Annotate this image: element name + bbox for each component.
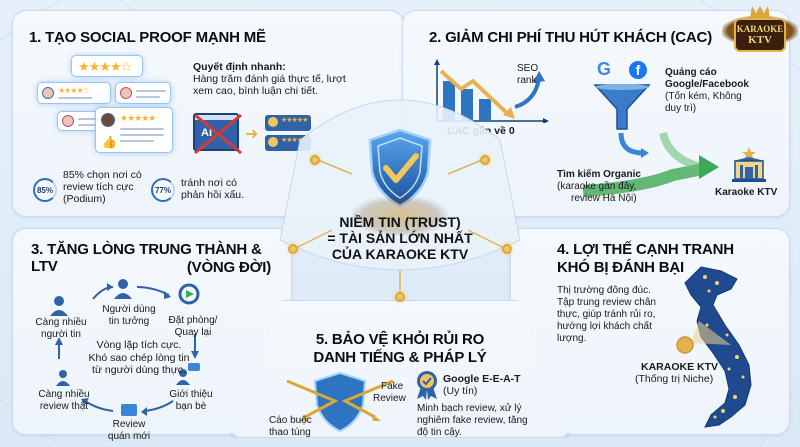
- karaoke-ktv-logo: KARAOKE KTV: [722, 6, 798, 60]
- protection-text-1: Minh bạch review, xử lý: [417, 403, 522, 414]
- threat-right-2: Review: [373, 393, 406, 404]
- avatar-icon: [101, 113, 115, 127]
- google-icon: G: [597, 59, 612, 79]
- section-4-title-1: 4. LỢI THẾ CẠNH TRANH: [557, 241, 734, 258]
- user-review-card-icon: ★★★★★: [265, 115, 311, 131]
- ads-note-1: (Tốn kém, Không: [665, 91, 742, 102]
- advantage-text-3: thực, giúp tránh rủi ro,: [557, 309, 656, 320]
- badge-heading: Google E-E-A-T: [443, 373, 521, 385]
- ads-note-2: duy trì): [665, 103, 697, 114]
- threat-left-2: thao túng: [269, 427, 311, 438]
- organic-heading: Tìm kiếm Organic: [557, 169, 641, 180]
- decision-text-1: Hàng trăm đánh giá thực tế, lượt: [193, 73, 346, 85]
- stat-77-text-2: phản hồi xấu.: [181, 189, 245, 201]
- section-4-title-2: KHÓ BỊ ĐÁNH BẠI: [557, 259, 684, 276]
- stat-85-text-2: review tích cực: [63, 181, 134, 193]
- section-3-title-2: (VÒNG ĐỜI): [186, 259, 271, 276]
- stat-85-text-1: 85% chọn nơi có: [63, 169, 142, 181]
- seo-label-1: SEO: [517, 63, 539, 74]
- advantage-text-1: Thị trường đông đúc.: [557, 285, 651, 296]
- star-rating-icon: ★★★★★: [120, 113, 156, 123]
- stat-77-ring: 77%: [151, 178, 175, 202]
- map-note: (Thống trị Niche): [635, 373, 714, 385]
- stat-85-text-3: (Podium): [63, 193, 106, 205]
- loyalty-cycle-diagram: [50, 279, 200, 416]
- star-rating-icon: ★★★★☆: [58, 86, 90, 95]
- vietnam-map-icon: [676, 266, 752, 428]
- seo-label-2: rank: [517, 75, 537, 86]
- ads-heading-2: Google/Facebook: [665, 79, 749, 90]
- facebook-icon: f: [629, 61, 647, 79]
- center-logo-watermark: [352, 196, 448, 236]
- defense-shield-icon: [286, 371, 394, 433]
- map-label: KARAOKE KTV: [641, 361, 719, 373]
- review-bubble: [115, 82, 171, 104]
- featured-review-bubble: ★★★★★ 👍: [95, 107, 173, 153]
- avatar-icon: [62, 115, 74, 127]
- section-5-title-2: DANH TIẾNG & PHÁP LÝ: [313, 349, 487, 366]
- organic-note-1: (karaoke gần đây,: [557, 181, 637, 192]
- avatar-icon: [120, 87, 132, 99]
- advantage-text-5: lượng.: [557, 333, 587, 344]
- avatar-icon: [42, 87, 54, 99]
- center-line-3: CỦA KARAOKE KTV: [331, 246, 469, 262]
- center-line-1: NIỀM TIN (TRUST): [339, 214, 461, 230]
- organic-note-2: review Hà Nội): [571, 193, 637, 204]
- stat-77-text-1: tránh nơi có: [181, 177, 237, 189]
- protection-text-3: độ tin cậy.: [417, 427, 462, 438]
- section-5-title-1: 5. BẢO VỆ KHỎI RỦI RO: [315, 331, 485, 348]
- connector-node: [288, 244, 298, 254]
- decision-heading: Quyết định nhanh:: [193, 61, 286, 73]
- protection-text-2: nghiêm fake review, tăng: [417, 415, 528, 426]
- threat-right-1: Fake: [381, 381, 404, 392]
- funnel-icon: [593, 84, 651, 130]
- ads-heading-1: Quảng cáo: [665, 67, 717, 78]
- panel-risk-protection: 5. BẢO VỆ KHỎI RỦI RO DANH TIẾNG & PHÁP …: [228, 300, 572, 438]
- connector-node: [480, 155, 490, 165]
- section-1-title: 1. TẠO SOCIAL PROOF MẠNH MẼ: [29, 29, 266, 46]
- cross-out-icon: [194, 113, 242, 155]
- flow-arrows: [583, 131, 719, 197]
- crown-icon: [750, 6, 770, 18]
- center-line-2: = TÀI SẢN LỚN NHẤT: [327, 230, 473, 246]
- panel-social-proof: 1. TẠO SOCIAL PROOF MẠNH MẼ ★★★★☆ ★★★★☆ …: [12, 10, 404, 217]
- connector-node: [502, 244, 512, 254]
- arrow-right-icon: ➜: [245, 126, 259, 143]
- threat-left-1: Cáo buộc: [269, 415, 312, 426]
- star-rating-icon: ★★★★☆: [78, 59, 132, 74]
- decision-text-2: xem cao, bình luận chi tiết.: [193, 85, 318, 97]
- section-3-title-1: 3. TĂNG LÒNG TRUNG THÀNH & LTV: [31, 241, 262, 275]
- connector-node: [310, 155, 320, 165]
- badge-note: (Uy tín): [443, 385, 478, 397]
- award-badge-icon: [417, 371, 437, 400]
- review-bubble: ★★★★☆: [37, 82, 111, 104]
- trust-shield-icon: [368, 128, 432, 208]
- section-2-title: 2. GIẢM CHI PHÍ THU HÚT KHÁCH (CAC): [429, 29, 712, 46]
- advantage-text-2: Tập trung review chân: [557, 297, 656, 308]
- karaoke-building-icon: [732, 147, 766, 182]
- connector-node: [395, 292, 405, 302]
- cycle-step-booking: Đặt phòng/Quay lại: [168, 315, 218, 338]
- advantage-text-4: hướng lợi khách chất: [557, 321, 652, 332]
- thumbs-up-icon: 👍: [102, 135, 117, 149]
- rating-bubble: ★★★★☆: [71, 55, 143, 77]
- cycle-center-note: Vòng lặp tích cực. Khó sao chép lòng tin…: [88, 339, 190, 376]
- destination-label: Karaoke KTV: [715, 187, 778, 198]
- ad-banner-icon: AI: [193, 113, 242, 155]
- center-trust-statement: NIỀM TIN (TRUST) = TÀI SẢN LỚN NHẤT CỦA …: [300, 214, 500, 262]
- stat-85-ring: 85%: [33, 178, 57, 202]
